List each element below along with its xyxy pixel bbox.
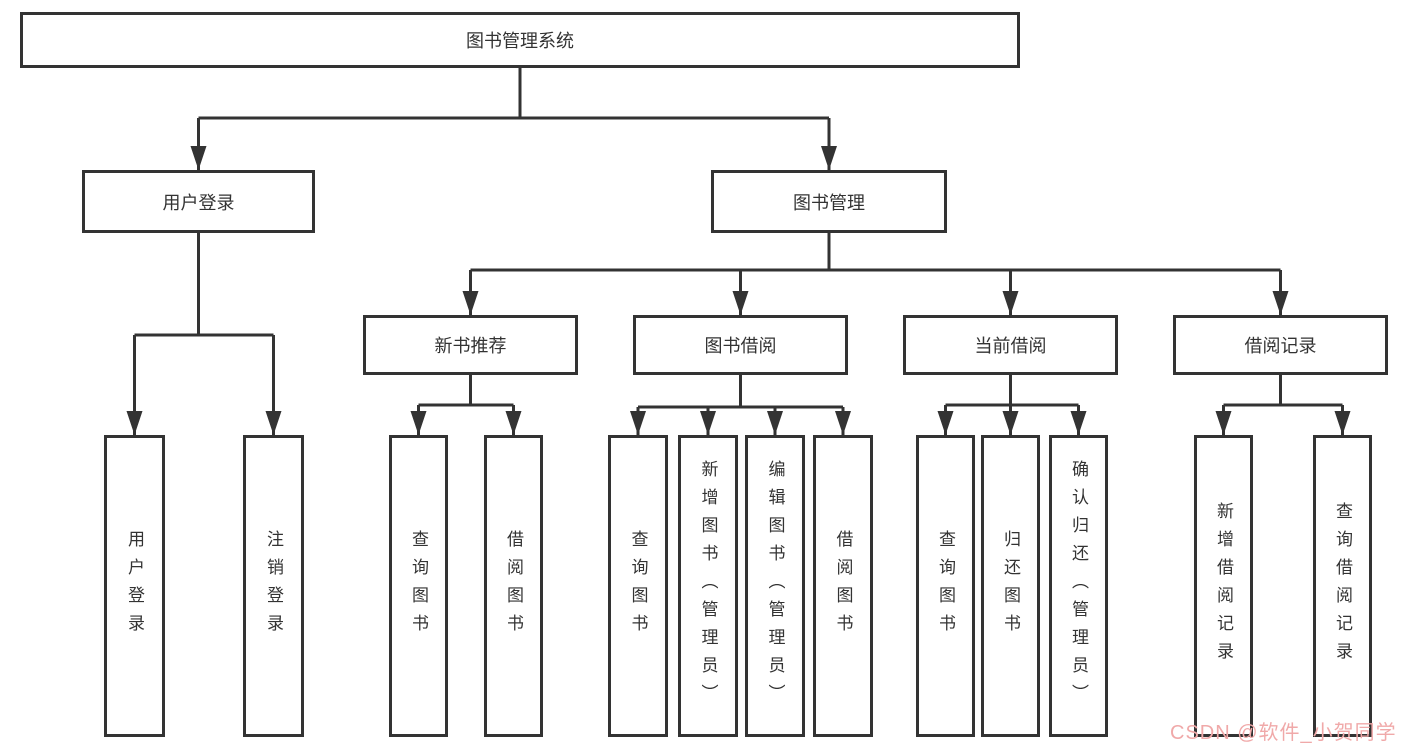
leaf-query-borrow-record: 查询借阅记录: [1313, 435, 1372, 737]
connector-current-borrow-to-leaves: [937, 375, 1087, 435]
node-current-borrow: 当前借阅: [903, 315, 1118, 375]
leaf-query-books-1: 查询图书: [389, 435, 448, 737]
connector-new-book-recommend-to-leaves: [410, 375, 522, 435]
connector-book-management-to-level3: [462, 233, 1289, 315]
node-root-library-system: 图书管理系统: [20, 12, 1020, 68]
leaf-user-login: 用户登录: [104, 435, 165, 737]
connector-borrow-records-to-leaves: [1215, 375, 1351, 435]
leaf-query-books-3: 查询图书: [916, 435, 975, 737]
node-book-borrow: 图书借阅: [633, 315, 848, 375]
leaf-confirm-return-admin: 确认归还（管理员）: [1049, 435, 1108, 737]
node-new-book-recommend: 新书推荐: [363, 315, 578, 375]
leaf-add-books-admin: 新增图书（管理员）: [678, 435, 738, 737]
leaf-add-borrow-record: 新增借阅记录: [1194, 435, 1253, 737]
node-user-login: 用户登录: [82, 170, 315, 233]
node-borrow-records: 借阅记录: [1173, 315, 1388, 375]
leaf-borrow-books-1: 借阅图书: [484, 435, 543, 737]
connector-user-login-to-leaves: [126, 233, 282, 435]
leaf-return-books: 归还图书: [981, 435, 1040, 737]
connector-root-to-level2: [190, 68, 837, 170]
watermark: CSDN @软件_小贺同学: [1170, 722, 1397, 744]
leaf-query-books-2: 查询图书: [608, 435, 668, 737]
leaf-edit-books-admin: 编辑图书（管理员）: [745, 435, 805, 737]
connector-book-borrow-to-leaves: [630, 375, 851, 435]
leaf-borrow-books-2: 借阅图书: [813, 435, 873, 737]
leaf-logout: 注销登录: [243, 435, 304, 737]
node-book-management: 图书管理: [711, 170, 947, 233]
